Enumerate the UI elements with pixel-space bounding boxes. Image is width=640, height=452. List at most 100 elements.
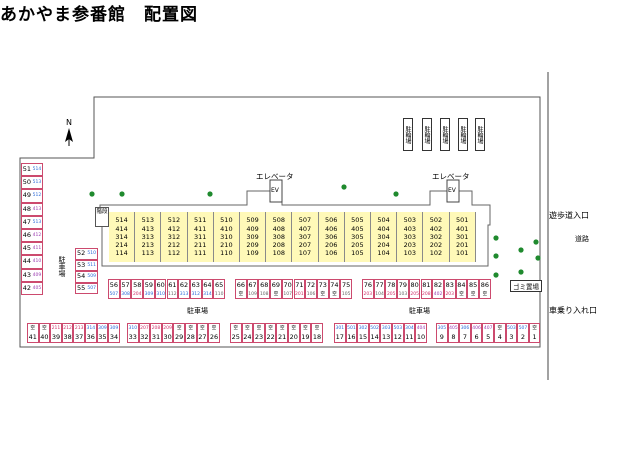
parking-room-code: 103 bbox=[398, 291, 408, 297]
parking-number: 18 bbox=[312, 332, 322, 341]
parking-room-code: 501 bbox=[347, 325, 356, 331]
ev-box-right bbox=[446, 179, 460, 203]
parking-number: 10 bbox=[416, 332, 426, 341]
parking-number: 48 bbox=[22, 204, 32, 213]
parking-number: 35 bbox=[98, 332, 107, 341]
parking-room-code: 空 bbox=[482, 291, 488, 297]
parking-room-code: 411 bbox=[32, 246, 42, 252]
room-number: 207 bbox=[298, 241, 312, 250]
ev-label-left: EV bbox=[271, 187, 279, 194]
parking-number: 60 bbox=[156, 280, 165, 289]
parking-number: 81 bbox=[422, 280, 431, 289]
bicycle-parking-5: 駐輪場 bbox=[475, 118, 485, 151]
parking-number: 20 bbox=[289, 332, 298, 341]
room-number: 410 bbox=[220, 224, 233, 233]
room-number: 306 bbox=[324, 232, 338, 241]
parking-number: 23 bbox=[254, 332, 264, 341]
parking-label-left: 駐車場 bbox=[58, 256, 66, 277]
parking-number: 55 bbox=[77, 283, 86, 292]
parking-number: 24 bbox=[243, 332, 252, 341]
room-number: 206 bbox=[324, 241, 338, 250]
room-number: 513 bbox=[141, 216, 154, 225]
parking-number: 79 bbox=[398, 280, 408, 289]
parking-number: 39 bbox=[51, 332, 61, 341]
room-number: 202 bbox=[429, 241, 443, 250]
room-number: 209 bbox=[246, 241, 259, 250]
elevator-label-right: エレベータ bbox=[432, 172, 470, 181]
parking-room-code: 404 bbox=[416, 325, 426, 331]
room-number: 102 bbox=[429, 249, 443, 258]
parking-room-code: 107 bbox=[283, 291, 292, 297]
parking-number: 29 bbox=[175, 332, 184, 341]
parking-room-code: 205 bbox=[386, 291, 396, 297]
site-boundary bbox=[19, 96, 541, 348]
parking-number: 4 bbox=[497, 332, 502, 341]
room-number: 507 bbox=[298, 216, 312, 225]
parking-number: 75 bbox=[342, 280, 351, 289]
room-number: 509 bbox=[246, 216, 259, 225]
parking-room-code: 空 bbox=[291, 325, 297, 331]
parking-room-code: 313 bbox=[179, 291, 189, 297]
room-number: 403 bbox=[403, 224, 416, 233]
bicycle-parking-4: 駐輪場 bbox=[458, 118, 468, 151]
parking-room-code: 空 bbox=[268, 325, 273, 331]
room-number: 211 bbox=[193, 241, 207, 250]
room-number: 302 bbox=[429, 232, 443, 241]
parking-room-code: 空 bbox=[238, 291, 244, 297]
parking-room-code: 212 bbox=[63, 325, 72, 331]
stairs: 階段 bbox=[95, 207, 109, 227]
room-number: 304 bbox=[377, 232, 390, 241]
room-number: 314 bbox=[115, 232, 128, 241]
parking-room-code: 空 bbox=[303, 325, 308, 331]
room-number: 203 bbox=[403, 241, 416, 250]
parking-room-code: 106 bbox=[306, 291, 316, 297]
parking-number: 40 bbox=[40, 332, 49, 341]
parking-number: 28 bbox=[186, 332, 195, 341]
room-number: 312 bbox=[167, 232, 181, 241]
room-number: 308 bbox=[272, 232, 285, 241]
parking-number: 7 bbox=[462, 332, 468, 341]
room-number: 505 bbox=[351, 216, 364, 225]
room-number: 212 bbox=[167, 241, 181, 250]
parking-number: 86 bbox=[480, 280, 489, 289]
parking-room-code: 108 bbox=[259, 291, 269, 297]
room-number: 201 bbox=[455, 241, 469, 250]
parking-room-code: 空 bbox=[30, 325, 36, 331]
room-number: 408 bbox=[272, 224, 285, 233]
parking-number: 19 bbox=[301, 332, 310, 341]
parking-number: 57 bbox=[121, 280, 130, 289]
parking-number: 33 bbox=[128, 332, 137, 341]
parking-room-code: 503 bbox=[393, 325, 403, 331]
room-number: 405 bbox=[351, 224, 364, 233]
parking-room-code: 空 bbox=[459, 291, 464, 297]
parking-room-code: 512 bbox=[32, 193, 42, 199]
parking-number: 17 bbox=[335, 332, 344, 341]
